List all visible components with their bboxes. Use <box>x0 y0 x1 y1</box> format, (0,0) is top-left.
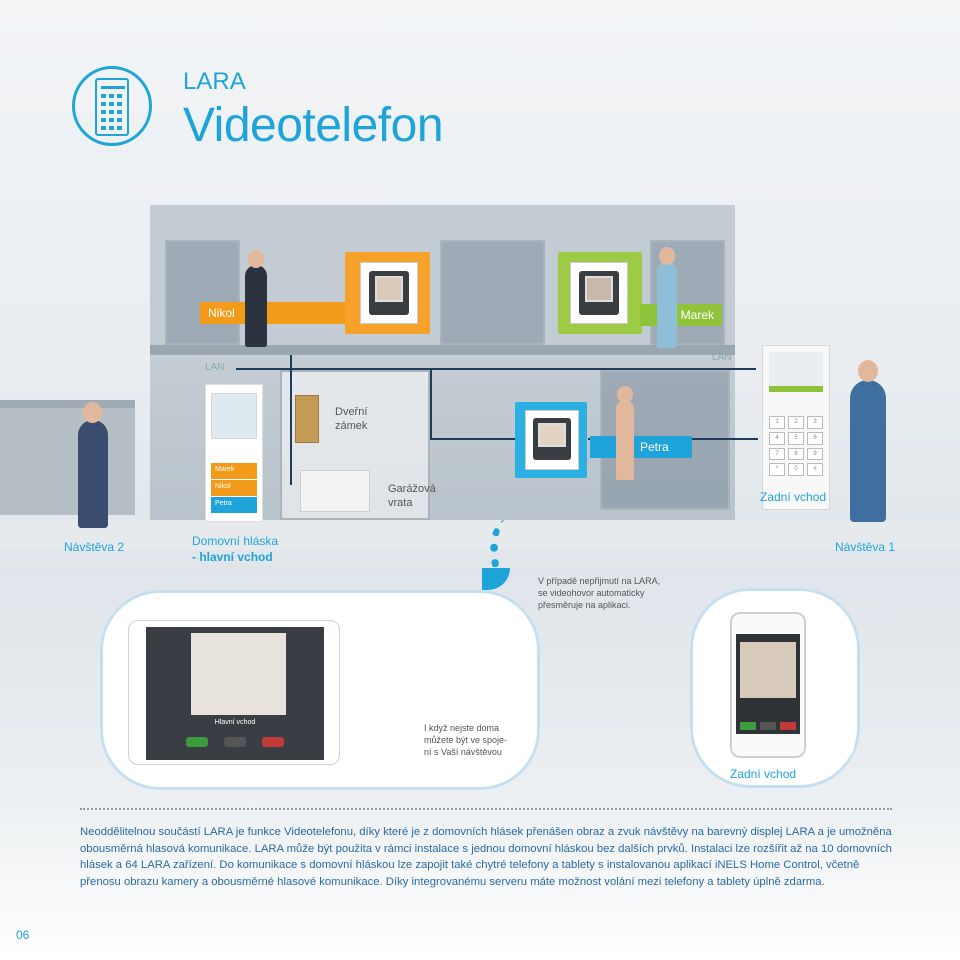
garage-building <box>0 400 135 515</box>
hangup-button[interactable] <box>780 722 796 730</box>
window <box>440 240 545 345</box>
person-visitor-2 <box>78 420 108 528</box>
separator <box>80 808 892 810</box>
keypad-key[interactable]: # <box>807 463 823 476</box>
brand-title: LARA <box>183 68 246 95</box>
lara-panel-marek[interactable] <box>570 262 628 324</box>
camera-view <box>191 633 286 715</box>
page-title: Videotelefon <box>183 99 444 152</box>
door-station-icon <box>95 78 129 136</box>
back-entrance-caption: Zadní vchod <box>730 767 797 781</box>
camera-module <box>769 352 823 390</box>
keypad-key[interactable]: 4 <box>769 431 785 445</box>
wifi-wave-icon <box>482 568 510 590</box>
keypad-key[interactable]: * <box>769 463 785 476</box>
visitor-1-label: Návštěva 1 <box>835 540 896 554</box>
tablet-screen[interactable]: Hlavní vchod <box>146 627 324 760</box>
unlock-button[interactable] <box>760 722 776 730</box>
lan-line <box>236 368 756 370</box>
forward-note: V případě nepřijmutí na LARA, se videoho… <box>538 576 661 610</box>
keypad-key[interactable]: 3 <box>807 416 823 429</box>
page-number: 06 <box>16 928 30 942</box>
garage-door-icon <box>300 470 370 512</box>
tag-nikol: Nikol <box>200 302 345 324</box>
main-station-label: Domovní hláska <box>192 534 279 548</box>
answer-button[interactable] <box>186 737 208 747</box>
unlock-button[interactable] <box>224 737 246 747</box>
keypad-key[interactable]: 6 <box>807 431 823 445</box>
person-head <box>659 247 675 265</box>
lan-label: LAN <box>205 362 225 373</box>
phone-device <box>730 612 806 758</box>
main-door-station[interactable]: Marek Nikol Petra <box>205 384 263 522</box>
main-station-sublabel: - hlavní vchod <box>192 550 273 564</box>
ground <box>0 520 960 550</box>
person-head <box>248 250 264 268</box>
hangup-button[interactable] <box>262 737 284 747</box>
door-lock-label: Dveřní zámek <box>335 406 368 432</box>
person-nikol <box>245 265 267 347</box>
station-button-petra[interactable]: Petra <box>211 497 257 513</box>
lara-panel-nikol[interactable] <box>360 262 418 324</box>
keypad-key[interactable]: 0 <box>788 463 804 476</box>
keypad-key[interactable]: 1 <box>769 416 785 429</box>
keypad-key[interactable]: 2 <box>788 416 804 429</box>
tag-petra: Petra <box>590 436 692 458</box>
person-marek <box>657 262 677 348</box>
camera-module <box>211 393 257 439</box>
visitor-2-label: Návštěva 2 <box>64 540 125 554</box>
lan-label: LAN <box>712 352 732 363</box>
back-entrance-label: Zadní vchod <box>760 490 827 504</box>
person-visitor-1 <box>850 380 886 522</box>
station-button-marek[interactable]: Marek <box>211 463 257 479</box>
body-paragraph: Neoddělitelnou součástí LARA je funkce V… <box>80 826 892 888</box>
phone-screen[interactable] <box>736 634 800 734</box>
keypad-key[interactable]: 7 <box>769 447 785 461</box>
answer-button[interactable] <box>740 722 756 730</box>
away-note: I když nejste doma můžete být ve spoje- … <box>424 723 508 757</box>
person-head <box>83 402 102 423</box>
keypad-key[interactable]: 8 <box>788 447 804 461</box>
lan-line <box>430 438 520 440</box>
keypad-key[interactable]: 5 <box>788 431 804 445</box>
absent-user-outline <box>820 640 854 760</box>
logo-ring <box>72 66 152 146</box>
tablet-caption: Hlavní vchod <box>214 719 256 726</box>
camera-view <box>740 642 796 698</box>
absent-user-outline <box>375 635 413 760</box>
person-head <box>617 386 633 403</box>
lan-line <box>430 368 432 438</box>
tag-marek: Marek <box>640 304 722 326</box>
person-petra <box>616 400 634 480</box>
window <box>165 240 240 345</box>
back-door-station[interactable]: 1 2 3 4 5 6 7 8 9 * 0 # <box>762 345 830 510</box>
person-head <box>858 360 878 382</box>
lara-panel-petra[interactable] <box>525 410 579 470</box>
station-indicator <box>769 386 823 392</box>
door-lock-icon <box>295 395 319 443</box>
garage-label: Garážová vrata <box>388 483 436 509</box>
station-button-nikol[interactable]: Nikol <box>211 480 257 496</box>
keypad[interactable]: 1 2 3 4 5 6 7 8 9 * 0 # <box>769 416 823 476</box>
forward-signal-icon <box>490 520 520 580</box>
keypad-key[interactable]: 9 <box>807 447 823 461</box>
lan-line <box>290 355 292 485</box>
